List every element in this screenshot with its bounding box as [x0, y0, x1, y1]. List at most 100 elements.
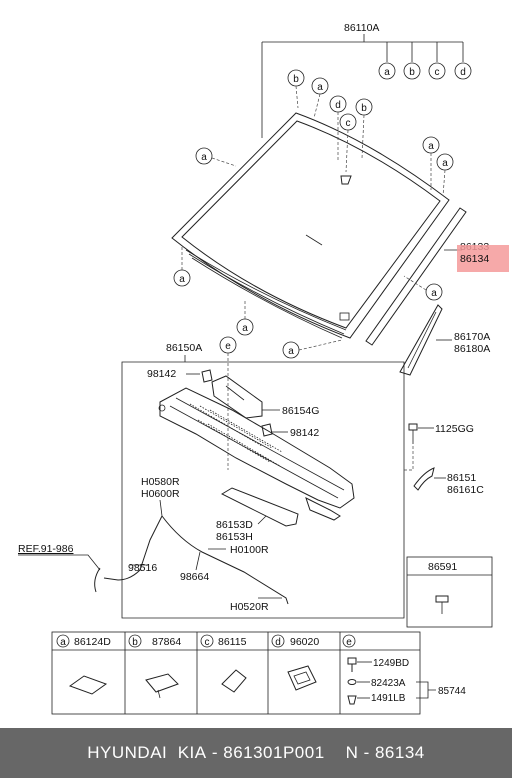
svg-text:d: d: [275, 637, 281, 648]
legend-d-pad-icon: [287, 665, 317, 691]
label-98664: 98664: [180, 571, 209, 583]
legend-b-clip-icon: [145, 673, 179, 693]
svg-text:b: b: [361, 103, 367, 114]
label-86110A: 86110A: [344, 22, 379, 34]
leader-1125GG-dash: [404, 446, 414, 471]
ref-circle-b-2: b: [355, 98, 373, 116]
svg-text:b: b: [293, 74, 299, 85]
highlight-86134: [457, 245, 509, 272]
label-ref-91-986: REF.91-986: [18, 543, 74, 555]
leader-b-1: [295, 85, 299, 109]
legend-cell-b: b 87864: [128, 634, 181, 699]
washer-hose: [161, 515, 289, 605]
cowl-assembly-frame: [121, 361, 405, 619]
windshield-moulding-strip: [365, 207, 467, 346]
legend-a-clip-icon: [68, 675, 108, 695]
quarter-glass: [399, 304, 443, 376]
ref-circle-a-8: a: [282, 341, 300, 359]
leader-a-2: [211, 157, 237, 167]
footer-brand: HYUNDAI KIA: [87, 743, 207, 762]
bolt-1125GG: [408, 423, 418, 444]
windshield-glass: [171, 112, 450, 339]
ref-circle-a-7: a: [425, 283, 443, 301]
footer-part-banner: HYUNDAI KIA - 861301P001 N - 86134: [0, 728, 512, 778]
windshield-parts-diagram: 86110A a b c d b a d b c a a a a a a a 8…: [18, 22, 509, 715]
legend-part-a: 86124D: [74, 636, 111, 648]
label-86154G: 86154G: [282, 405, 319, 417]
ref-circle-b-top: b: [403, 62, 421, 80]
legend-e-82423A: 82423A: [371, 678, 406, 689]
label-1125GG: 1125GG: [435, 423, 474, 435]
ref-circle-a-5: a: [173, 269, 191, 287]
legend-e-85744: 85744: [438, 686, 466, 697]
leader-b-2: [361, 114, 365, 159]
svg-text:a: a: [201, 152, 207, 163]
leader-98664: [195, 551, 201, 571]
label-98142-upper: 98142: [147, 368, 176, 380]
svg-text:a: a: [179, 274, 185, 285]
label-86134: 86134: [460, 253, 489, 265]
ref-circle-d-top: d: [454, 62, 472, 80]
legend-e-bolt-icon: [347, 657, 357, 672]
svg-text:d: d: [460, 67, 466, 78]
legend-e-grommet-icon: [347, 695, 357, 705]
svg-text:a: a: [242, 323, 248, 334]
svg-text:a: a: [60, 637, 66, 648]
label-86150A: 86150A: [166, 342, 202, 354]
ref-circle-e-1: e: [219, 336, 237, 354]
svg-text:a: a: [384, 67, 390, 78]
legend-table: [51, 631, 421, 715]
ref-circle-d-1: d: [329, 95, 347, 113]
legend-cell-a: a 86124D: [56, 634, 111, 695]
ref-circle-a-6: a: [236, 318, 254, 336]
cowl-top-cover: [158, 387, 355, 521]
legend-part-c: 86115: [218, 636, 247, 648]
label-98142-lower: 98142: [290, 427, 319, 439]
legend-e-1491LB: 1491LB: [371, 693, 406, 704]
label-H0600R: H0600R: [141, 488, 180, 500]
footer-part-number: 861301P001: [223, 743, 325, 762]
svg-text:c: c: [205, 637, 210, 648]
svg-text:a: a: [428, 141, 434, 152]
label-86170A: 86170A: [454, 331, 490, 343]
leader-a-8: [298, 339, 343, 351]
label-86151: 86151: [447, 472, 476, 484]
label-86161C: 86161C: [447, 484, 484, 496]
rain-sensor-bracket: [340, 175, 352, 185]
legend-part-b: 87864: [152, 636, 181, 648]
ref-circle-a-3: a: [422, 136, 440, 154]
legend-cell-e: e 1249BD 82423A 1491LB 85744: [342, 634, 466, 705]
svg-text:e: e: [225, 341, 231, 352]
svg-text:b: b: [132, 637, 138, 648]
legend-e-1249BD: 1249BD: [373, 658, 409, 669]
ref-circle-b-1: b: [287, 69, 305, 87]
svg-text:d: d: [335, 100, 341, 111]
ref-hose-end: [94, 567, 101, 593]
footer-separator: -: [206, 743, 224, 762]
svg-text:a: a: [288, 346, 294, 357]
leader-c-1: [345, 129, 349, 173]
label-H0580R: H0580R: [141, 476, 180, 488]
assembly-bracket-line: [261, 34, 464, 138]
clip-98142-lower: [261, 423, 273, 437]
svg-text:c: c: [435, 67, 440, 78]
legend-cell-c: c 86115: [200, 634, 247, 693]
svg-text:b: b: [409, 67, 415, 78]
bracket-86151: [413, 467, 435, 491]
label-86180A: 86180A: [454, 343, 490, 355]
ref-circle-a-1: a: [311, 77, 329, 95]
svg-text:a: a: [442, 158, 448, 169]
label-86591: 86591: [428, 561, 457, 573]
ref-circle-a-2: a: [195, 147, 213, 165]
ref-circle-a-top: a: [378, 62, 396, 80]
label-98516: 98516: [128, 562, 157, 574]
label-86153H: 86153H: [216, 531, 253, 543]
leader-86153D: [257, 515, 267, 525]
svg-text:a: a: [431, 288, 437, 299]
clip-98142-upper: [201, 369, 213, 383]
legend-part-d: 96020: [290, 636, 319, 648]
legend-cell-d: d 96020: [271, 634, 319, 691]
leader-a-1: [313, 93, 321, 119]
ref-circle-c-top: c: [428, 62, 446, 80]
